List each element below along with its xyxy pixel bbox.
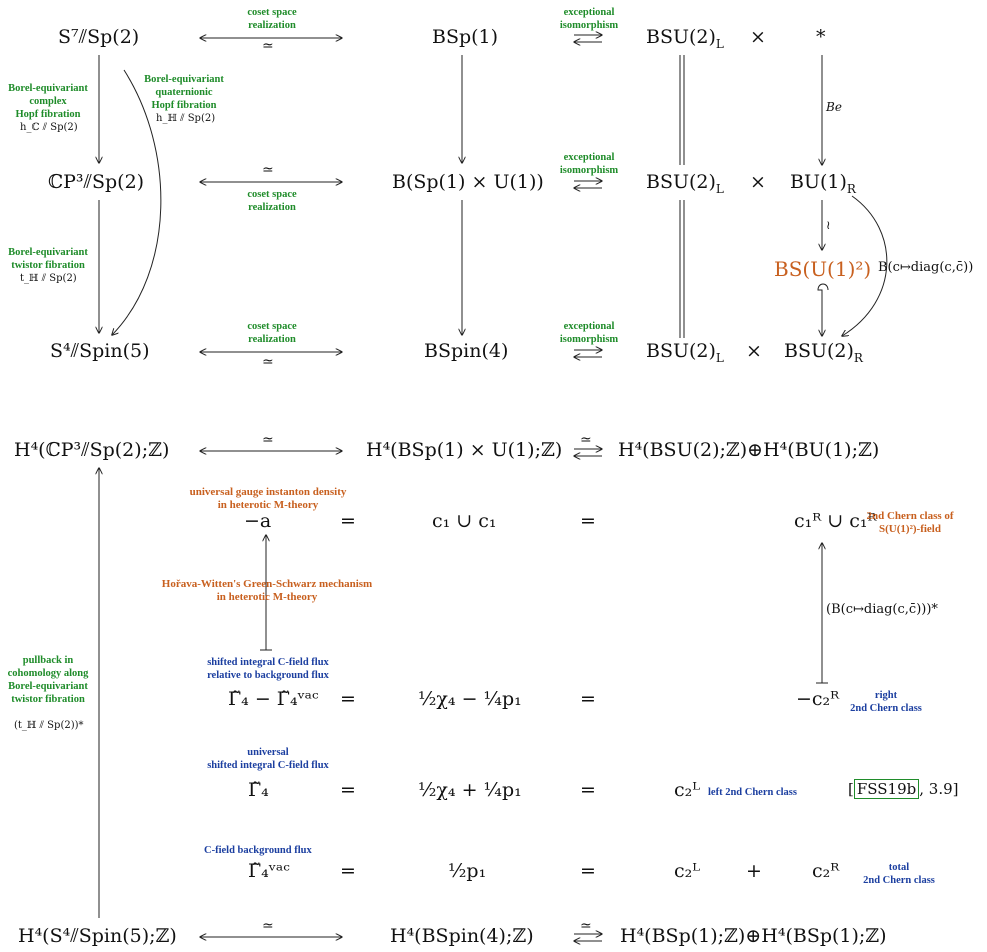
arrow-hh: [112, 69, 162, 335]
pullback-r-label: (B(c↦diag(c,c̄)))*: [826, 602, 938, 617]
times-2: ×: [750, 171, 766, 193]
bu1r: BU(1)R: [790, 171, 856, 196]
bsu2l-2: BSU(2)L: [646, 171, 724, 196]
bsp1: BSp(1): [432, 26, 499, 48]
citation: [FSS19b, 3.9]: [848, 779, 959, 799]
minus-c2r: −c₂ᴿ: [796, 688, 840, 710]
times-1: ×: [750, 26, 766, 48]
gamma4: Γ̃₄: [248, 779, 269, 801]
c1r-cup: c₁ᴿ ∪ c₁ᴿ: [794, 510, 877, 532]
c2l-v: c₂ᴸ: [674, 860, 701, 882]
chi-plus-p: ½χ₄ + ¼p₁: [418, 779, 522, 801]
left-chern-label: left 2nd Chern class: [708, 787, 797, 798]
h4-s4: H⁴(S⁴⫽Spin(5);ℤ): [18, 925, 177, 947]
simeq-b3: ≃: [262, 918, 274, 934]
bspin4: BSpin(4): [424, 340, 509, 362]
simeq-b1: ≃: [262, 432, 274, 448]
eq-g2: =: [580, 779, 596, 801]
s7-quotient: S⁷⫽Sp(2): [58, 26, 140, 48]
s4-quotient: S⁴⫽Spin(5): [50, 340, 150, 362]
bsu12: BS(U(1)²): [774, 257, 872, 281]
eq-g1: =: [340, 779, 356, 801]
simeq-1: ≃: [262, 38, 274, 54]
wr-label: ≀: [826, 218, 831, 232]
c1-cup-c1: c₁ ∪ c₁: [432, 510, 497, 532]
bsu2l-3: BSU(2)L: [646, 340, 724, 365]
simeq-b2: ≃: [580, 432, 592, 448]
background-flux-label: C-field background flux: [204, 845, 312, 856]
eq-a1: =: [340, 510, 356, 532]
half-p1: ½p₁: [448, 860, 487, 882]
simeq-2: ≃: [262, 162, 274, 178]
gamma-vac: Γ̃₄ᵛᵃᶜ: [248, 860, 290, 882]
plus-v: +: [746, 860, 762, 882]
be-label: Be: [826, 100, 842, 114]
bdiag-label: B(c↦diag(c,c̄)): [878, 260, 974, 275]
pullback-left-map: (t_ℍ ⫽ Sp(2))*: [14, 720, 84, 731]
eq-v2: =: [580, 860, 596, 882]
h4-cp3: H⁴(ℂP³⫽Sp(2);ℤ): [14, 439, 170, 461]
citation-link[interactable]: FSS19b: [853, 779, 920, 799]
h4-bspin4: H⁴(BSpin(4);ℤ): [390, 925, 534, 947]
simeq-b4: ≃: [580, 918, 592, 934]
complex-hopf-map: h_ℂ ⫽ Sp(2): [20, 122, 78, 133]
bspu: B(Sp(1) × U(1)): [392, 171, 544, 193]
h4-bsp1-sum: H⁴(BSp(1);ℤ)⊕H⁴(BSp(1);ℤ): [620, 925, 887, 947]
arrow-incl: [817, 283, 829, 336]
point: *: [816, 26, 826, 48]
eq-a2: =: [580, 510, 596, 532]
bsu2l-1: BSU(2)L: [646, 26, 724, 51]
gamma-diff: Γ̃₄ − Γ̃₄ᵛᵃᶜ: [228, 688, 319, 710]
arrow-bdiag: [842, 195, 888, 336]
h4-bspu: H⁴(BSp(1) × U(1);ℤ): [366, 439, 563, 461]
cp3-quotient: ℂP³⫽Sp(2): [48, 171, 145, 193]
chi-minus-p: ½χ₄ − ¼p₁: [418, 688, 522, 710]
simeq-3: ≃: [262, 354, 274, 370]
quat-hopf-map: h_ℍ ⫽ Sp(2): [156, 113, 216, 124]
times-3: ×: [746, 340, 762, 362]
twistor-map: t_ℍ ⫽ Sp(2): [20, 273, 77, 284]
eq-v1: =: [340, 860, 356, 882]
minus-a: −a: [244, 510, 272, 532]
bsu2r: BSU(2)R: [784, 340, 863, 365]
eq-gd2: =: [580, 688, 596, 710]
c2l: c₂ᴸ: [674, 779, 701, 801]
h4-bsu2-bu1: H⁴(BSU(2);ℤ)⊕H⁴(BU(1);ℤ): [618, 439, 880, 461]
c2r-v: c₂ᴿ: [812, 860, 840, 882]
eq-gd1: =: [340, 688, 356, 710]
